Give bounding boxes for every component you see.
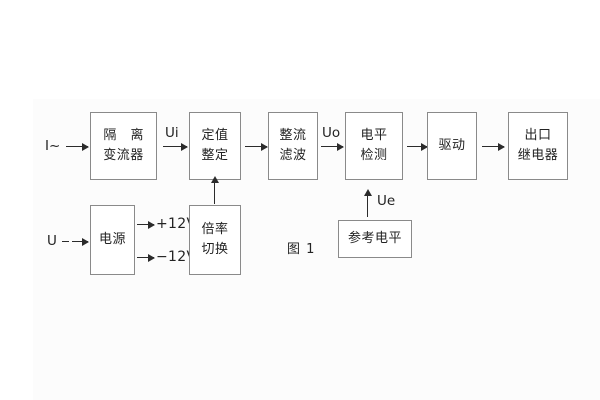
arrow-power-rail-positive: [137, 220, 155, 229]
block-rectify-filter-line2: 滤波: [279, 148, 307, 163]
block-isolation-transformer[interactable]: 隔 离 变流器: [90, 112, 157, 180]
arrow-rectify-to-level-detection: [321, 142, 344, 151]
block-level-detection-line2: 检测: [360, 148, 388, 163]
rail-label-negative: −12V: [156, 249, 197, 265]
arrow-reference-level-to-level-detection: [363, 189, 372, 217]
voltage-input-label: U: [47, 233, 57, 249]
block-level-detection-line1: 电平: [360, 127, 388, 143]
rail-label-positive: +12V: [156, 216, 197, 232]
block-output-relay-line2: 继电器: [517, 148, 559, 163]
block-power-supply[interactable]: 电源: [90, 205, 135, 275]
block-driver[interactable]: 驱动: [427, 112, 477, 180]
block-isolation-transformer-line2: 变流器: [103, 148, 144, 163]
block-multiplier-switch-line2: 切换: [201, 242, 229, 257]
block-level-detection[interactable]: 电平 检测: [345, 112, 403, 180]
block-reference-level[interactable]: 参考电平: [338, 220, 412, 258]
block-output-relay-line1: 出口: [524, 127, 552, 143]
block-setting-adjust-line2: 整定: [201, 148, 229, 163]
signal-label-ui: Ui: [165, 125, 179, 141]
signal-label-ue: Ue: [377, 193, 396, 209]
signal-label-uo: Uo: [322, 125, 341, 141]
block-output-relay[interactable]: 出口 继电器: [508, 112, 568, 180]
block-driver-line1: 驱动: [438, 137, 466, 153]
block-multiplier-switch-line1: 倍率: [201, 221, 229, 237]
voltage-input-lead: [62, 241, 69, 242]
arrow-setting-to-rectify: [245, 142, 268, 151]
block-setting-adjust[interactable]: 定值 整定: [189, 112, 241, 180]
current-input-label: I~: [45, 138, 61, 154]
arrow-multiplier-switch-to-setting: [210, 176, 219, 204]
figure-caption: 图 1: [287, 242, 316, 257]
block-setting-adjust-line1: 定值: [201, 127, 229, 143]
block-rectify-filter-line1: 整流: [279, 127, 307, 143]
block-multiplier-switch[interactable]: 倍率 切换: [189, 205, 241, 275]
arrow-driver-to-output-relay: [482, 142, 505, 151]
block-rectify-filter[interactable]: 整流 滤波: [268, 112, 318, 180]
arrow-level-detection-to-driver: [407, 142, 428, 151]
arrow-isolation-to-setting: [163, 142, 188, 151]
arrow-current-input-to-isolation: [66, 142, 89, 151]
arrow-voltage-input-to-power-supply: [72, 237, 89, 246]
block-reference-level-line1: 参考电平: [347, 230, 402, 246]
block-power-supply-line1: 电源: [98, 231, 126, 247]
block-isolation-transformer-line1: 隔 离: [103, 127, 149, 143]
arrow-power-rail-negative: [137, 253, 155, 262]
